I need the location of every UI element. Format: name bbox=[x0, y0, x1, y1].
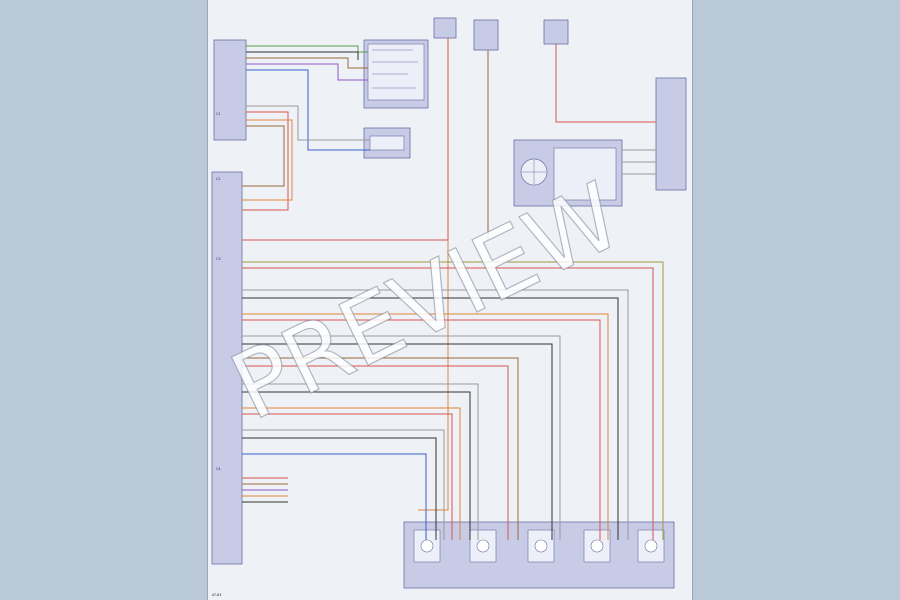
wire bbox=[242, 261, 664, 540]
wire bbox=[242, 437, 437, 540]
seat-module-upper bbox=[213, 39, 247, 141]
wire bbox=[242, 343, 553, 540]
wire bbox=[242, 391, 471, 540]
wiring-diagram: C1 C2 C3 C4 bbox=[211, 17, 687, 597]
page-ref: AT-83 bbox=[212, 593, 221, 597]
memory-switch-inner bbox=[553, 147, 617, 201]
svg-text:C4: C4 bbox=[216, 467, 221, 471]
wire bbox=[242, 267, 654, 540]
svg-text:C1: C1 bbox=[216, 112, 221, 116]
seat-switch-inner bbox=[367, 43, 425, 101]
seat-module-lower bbox=[211, 171, 243, 565]
wire-group bbox=[242, 38, 664, 540]
wire bbox=[242, 365, 509, 540]
motor-group bbox=[413, 529, 665, 563]
wire bbox=[242, 407, 461, 540]
wire bbox=[242, 125, 285, 187]
wire bbox=[242, 319, 601, 540]
wire bbox=[418, 240, 449, 511]
motor-symbol bbox=[644, 539, 658, 553]
fuse-box-2 bbox=[473, 19, 499, 51]
wire bbox=[555, 44, 656, 123]
svg-text:C2: C2 bbox=[216, 177, 221, 181]
wire bbox=[242, 453, 427, 540]
seat-switch-lines bbox=[372, 49, 418, 89]
wire bbox=[242, 297, 619, 540]
wire bbox=[242, 313, 609, 540]
wire bbox=[242, 289, 629, 540]
wiring-diagram-sheet: C1 C2 C3 C4 bbox=[208, 0, 692, 600]
wire bbox=[242, 119, 293, 201]
motor-symbol bbox=[476, 539, 490, 553]
wire bbox=[246, 57, 368, 69]
svg-text:C3: C3 bbox=[216, 257, 221, 261]
wire bbox=[246, 51, 359, 60]
wire bbox=[246, 45, 368, 53]
wire bbox=[242, 429, 445, 540]
wire bbox=[242, 111, 289, 211]
fuse-box-1 bbox=[433, 17, 457, 39]
wire bbox=[246, 69, 370, 151]
motor-symbol bbox=[590, 539, 604, 553]
module-pin-labels: C1 C2 C3 C4 bbox=[216, 112, 221, 471]
wire bbox=[242, 413, 453, 540]
motor-symbol bbox=[534, 539, 548, 553]
wire bbox=[242, 335, 561, 540]
motor-symbol bbox=[420, 539, 434, 553]
lumbar-switch-inner bbox=[369, 135, 405, 151]
door-module-box bbox=[655, 77, 687, 191]
wire bbox=[242, 357, 519, 540]
fuse-box-3 bbox=[543, 19, 569, 45]
wire bbox=[246, 105, 370, 141]
wire bbox=[242, 383, 479, 540]
wire bbox=[246, 63, 368, 81]
